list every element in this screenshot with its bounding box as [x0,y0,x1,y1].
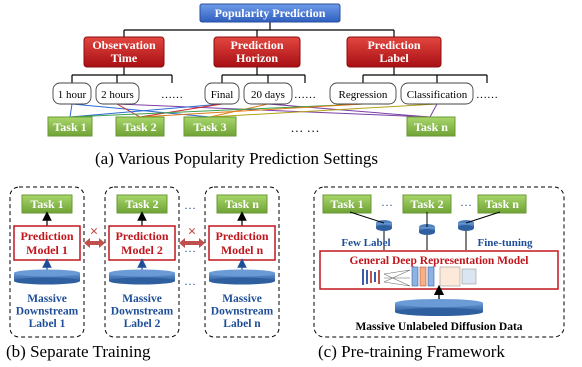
incompatible-arrow-1 [179,238,205,248]
pretraining-border [313,186,565,338]
option-observation-0: 1 hour [58,89,87,101]
pretrain-task-label-0: Task 1 [330,197,363,211]
task-ellipsis: … … [290,120,319,135]
root-label: Popularity Prediction [215,6,326,20]
task-label-0: Task 1 [53,120,86,134]
caption-a: (a) Various Popularity Prediction Settin… [95,149,378,168]
pretrain-dots-0: … [381,195,393,209]
task-label-1: Task 2 [123,120,156,134]
separate-disk-body-1 [109,273,175,281]
separate-column-border-1 [104,186,180,338]
option-observation-1: 2 hours [101,89,134,101]
task-box-1 [115,116,165,137]
option-observation-0-box [52,82,92,105]
network-glyph-icon [362,266,477,287]
separate-disk-bottom-0 [14,277,80,285]
separate-disk-bottom-1 [109,277,175,285]
pretraining-panel: Task 1 Task 2 Task n … … Few Label Fine-tuni… [313,186,565,338]
fine-tuning-text: Fine-tuning [477,237,533,249]
separate-task-label-1: Task 2 [125,197,158,211]
pretrain-task-box-0 [322,194,372,214]
separate-disk-bottom-2 [209,277,275,285]
option-observation-2: …… [161,89,183,101]
separate-disk-top-1 [109,269,175,277]
option-observation-1-box [95,82,140,105]
task-label-4: Task n [414,120,448,134]
separate-column-border-0 [9,186,85,338]
pretrain-task-label-1: Task 2 [410,197,443,211]
cross-icon: × [90,224,99,240]
pretrain-dots-1: … [460,195,472,209]
option-horizon-1-box [243,82,293,105]
separate-disk-top-2 [209,269,275,277]
few-label-text: Few Label [341,237,390,249]
option-horizon-1: 20 days [251,89,285,101]
unlabeled-data-label: Massive Unlabeled Diffusion Data [355,321,522,333]
large-disk [395,299,483,316]
option-horizon-0-box [204,82,240,105]
category-observation-time-box [83,36,165,68]
option-label-0: Regression [339,89,388,101]
task-box-4 [406,116,456,137]
pretrain-task-label-2: Task n [485,197,519,211]
option-horizon-0: Final [211,89,234,101]
separate-disk-body-2 [209,273,275,281]
separate-column-border-2 [204,186,280,338]
separate-dots-2: … [184,274,196,288]
cross-icon: × [188,224,197,240]
separate-dots-0: … [184,198,196,212]
option-label-2: …… [476,89,498,101]
separate-disk-body-0 [14,273,80,281]
caption-c: (c) Pre-training Framework [318,342,505,361]
root-node [199,3,341,23]
task-connection-lines [69,103,438,118]
caption-b: (b) Separate Training [6,342,151,361]
task-box-2 [183,116,237,137]
separate-task-label-2: Task n [225,197,259,211]
category-prediction-label-box [346,36,442,68]
separate-model-box-0 [13,225,81,261]
separate-model-box-1 [108,225,176,261]
general-model-label: General Deep Representation Model [350,255,529,267]
task-box-0 [47,116,93,137]
option-horizon-2: …… [294,89,316,101]
separate-task-label-0: Task 1 [30,197,63,211]
option-label-1-box [400,82,474,105]
option-label-0-box [329,82,397,105]
category-prediction-horizon-box [213,36,301,68]
pretrain-task-box-2 [477,194,527,214]
separate-disk-top-0 [14,269,80,277]
incompatible-arrow-0 [84,238,105,248]
option-label-1: Classification [407,89,468,101]
task-label-2: Task 3 [193,120,226,134]
small-disks [376,220,474,235]
